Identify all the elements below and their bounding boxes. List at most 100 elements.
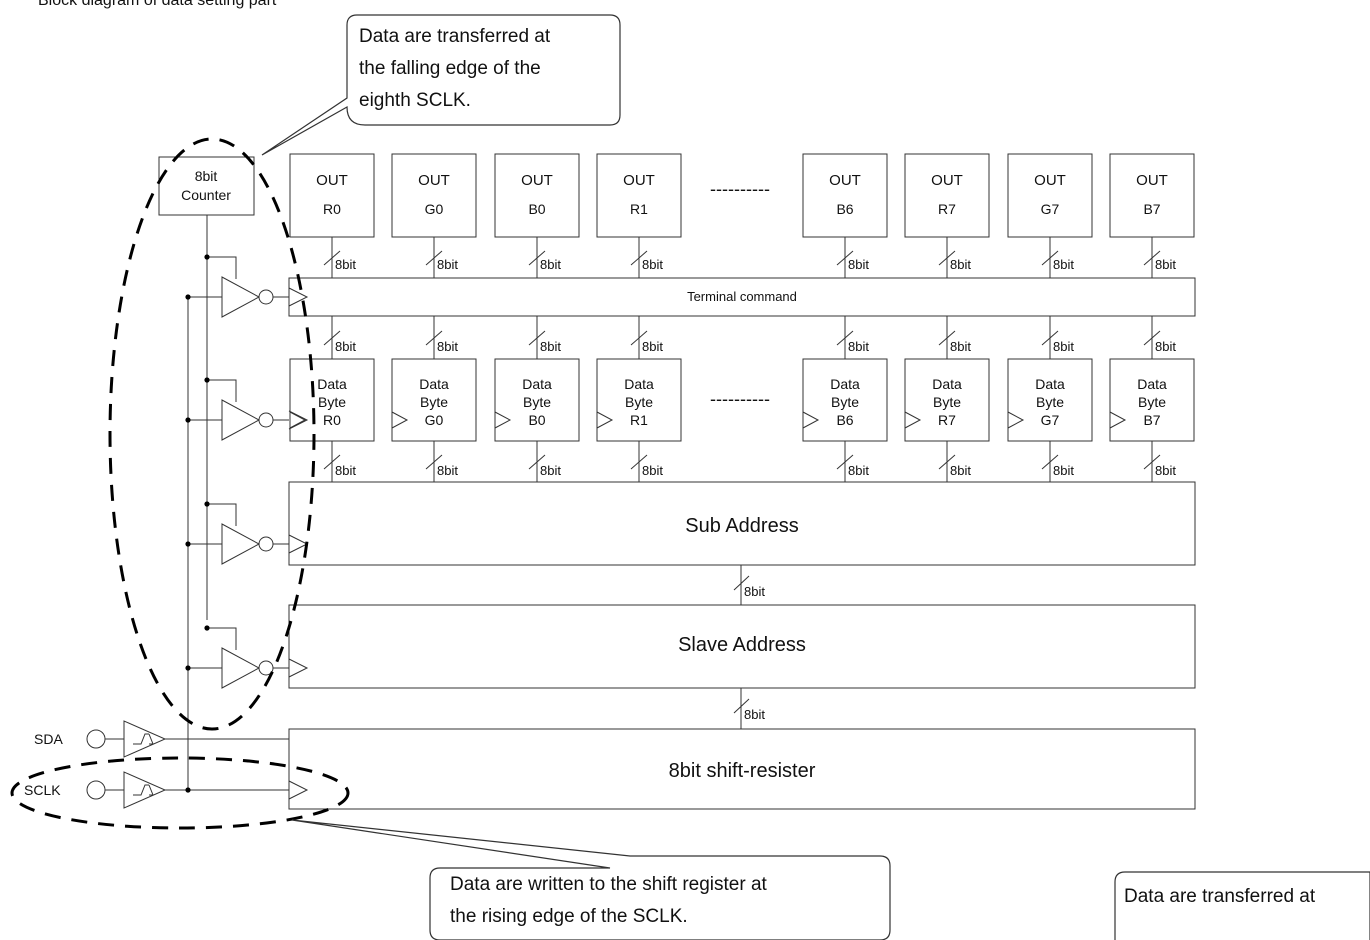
slave-address-block: Slave Address (288, 604, 1196, 689)
bus-label-term-5: 8bit (950, 339, 971, 354)
callout-bottom: Data are written to the shift register a… (291, 819, 891, 940)
clock-input-icon (494, 411, 512, 429)
shift-register-block: 8bit shift-resister (288, 728, 1196, 810)
data-byte-label-1: Data (522, 376, 552, 392)
bus-label-term-0: 8bit (335, 339, 356, 354)
inverter-driver (185, 377, 309, 441)
callout-top-line-2: the falling edge of the (359, 58, 541, 79)
clock-input-icon (288, 287, 309, 307)
data-byte-label-2: Byte (933, 394, 961, 410)
bus-label-data-0: 8bit (335, 463, 356, 478)
sclk-highlight-ellipse (10, 756, 350, 830)
out-register-title: OUT (623, 172, 655, 189)
bus-label-term-4: 8bit (848, 339, 869, 354)
bus-label-slave-shift: 8bit (744, 707, 765, 722)
junction-dot (204, 377, 210, 383)
callout-top-line-3: eighth SCLK. (359, 90, 471, 111)
clock-input-icon (596, 411, 614, 429)
counter-label-line-1: 8bit (195, 168, 218, 184)
bus-label-term-3: 8bit (642, 339, 663, 354)
out-register-title: OUT (418, 172, 450, 189)
sda-schmitt-buffer-icon (123, 720, 167, 758)
bus-label-term-1: 8bit (437, 339, 458, 354)
terminal-command-label: Terminal command (687, 289, 797, 304)
out-register-channel: R1 (630, 201, 648, 217)
inverter-driver (185, 501, 309, 565)
junction-dot (204, 501, 210, 507)
bus-label-out-1: 8bit (437, 257, 458, 272)
data-byte-channel: B7 (1143, 412, 1160, 428)
bus-sub-to-slave: 8bit (733, 565, 765, 605)
bus-label-data-6: 8bit (1053, 463, 1074, 478)
out-register-channel: G0 (425, 201, 444, 217)
sda-label: SDA (34, 731, 63, 747)
bus-label-out-3: 8bit (642, 257, 663, 272)
inverter-driver (185, 254, 309, 318)
out-register-channel: R7 (938, 201, 956, 217)
bus-slave-to-shift: 8bit (733, 688, 765, 729)
data-byte-label-1: Data (624, 376, 654, 392)
sda-input: SDA (34, 720, 289, 758)
counter-label-line-2: Counter (181, 187, 231, 203)
data-byte-label-1: Data (932, 376, 962, 392)
inverter-bubble-icon (258, 536, 274, 552)
data-byte-label-2: Byte (523, 394, 551, 410)
counter-wiring (187, 215, 208, 790)
sclk-input: SCLK (24, 771, 309, 809)
out-register-title: OUT (829, 172, 861, 189)
sclk-label: SCLK (24, 782, 61, 798)
callout-bottom-line-2: the rising edge of the SCLK. (450, 906, 688, 927)
bus-label-out-4: 8bit (848, 257, 869, 272)
clock-input-icon (391, 411, 409, 429)
bus-label-data-2: 8bit (540, 463, 561, 478)
inverter-icon (221, 647, 261, 689)
junction-dot (204, 254, 210, 260)
data-byte-label-2: Byte (831, 394, 859, 410)
data-byte-label-1: Data (830, 376, 860, 392)
bus-label-out-5: 8bit (950, 257, 971, 272)
out-register-title: OUT (1136, 172, 1168, 189)
data-byte-label-1: Data (317, 376, 347, 392)
data-byte-ellipsis: ---------- (710, 389, 770, 409)
sclk-junction (185, 787, 191, 793)
out-register-channel: B6 (836, 201, 853, 217)
out-register-channel: B7 (1143, 201, 1160, 217)
channel-columns: OUTR08bit8bitDataByteR08bitOUTG08bit8bit… (289, 153, 1195, 482)
clock-input-icon (802, 411, 820, 429)
clock-input-icon (289, 411, 307, 429)
out-ellipsis: ---------- (710, 179, 770, 199)
inverter-drivers (185, 254, 309, 689)
data-byte-channel: R1 (630, 412, 648, 428)
junction-dot (185, 665, 191, 671)
out-register: OUT B7 (1109, 153, 1195, 238)
clock-input-icon (288, 410, 309, 430)
counter-highlight-ellipse (108, 137, 316, 731)
junction-dot (185, 294, 191, 300)
clock-input-icon (1007, 411, 1025, 429)
bus-label-data-1: 8bit (437, 463, 458, 478)
inverter-icon (221, 523, 261, 565)
callout-right-line-1: Data are transferred at (1124, 886, 1316, 907)
clock-input-icon (1109, 411, 1127, 429)
clock-input-icon (904, 411, 922, 429)
data-byte-label-1: Data (419, 376, 449, 392)
sub-address-label: Sub Address (685, 515, 798, 537)
bus-label-term-7: 8bit (1155, 339, 1176, 354)
bus-label-term-6: 8bit (1053, 339, 1074, 354)
data-byte-label-2: Byte (318, 394, 346, 410)
data-byte-channel: G7 (1041, 412, 1060, 428)
bus-label-data-4: 8bit (848, 463, 869, 478)
data-byte-channel: B6 (836, 412, 853, 428)
inverter-icon (221, 399, 261, 441)
